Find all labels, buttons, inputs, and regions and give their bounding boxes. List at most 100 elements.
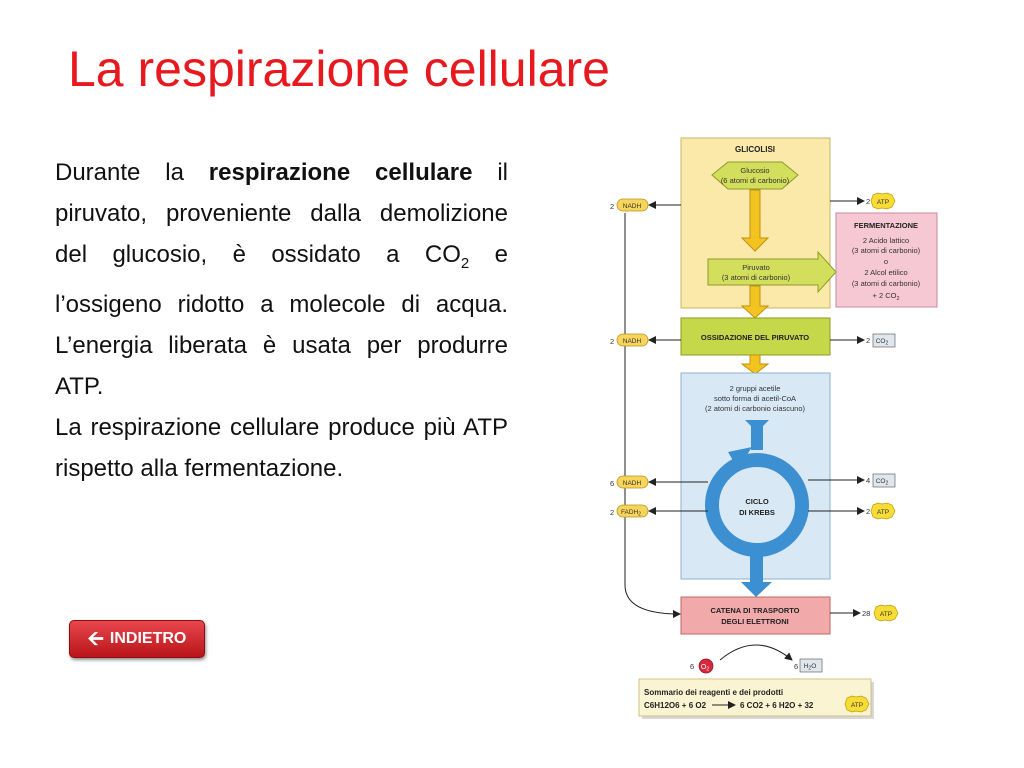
fadh2-count: 2	[610, 508, 614, 517]
p1-sub: 2	[460, 254, 470, 272]
atp-1-label: ATP	[877, 199, 889, 206]
fermentation-box	[835, 212, 938, 308]
atp-1-count: 2	[866, 197, 870, 206]
h2o-count: 6	[794, 662, 798, 671]
h2o-h: H	[804, 663, 809, 670]
h2o-badge	[799, 658, 823, 673]
glycolysis-down-arrow	[740, 189, 770, 252]
o2-text: O	[701, 664, 707, 671]
glycolysis-label: GLICOLISI	[735, 145, 775, 154]
summary-atp-label: ATP	[851, 702, 863, 709]
atp-2-count: 2	[866, 507, 870, 516]
summary-box-shadow	[642, 682, 874, 719]
fermentation-title: FERMENTAZIONE	[854, 221, 918, 230]
back-button[interactable]: 🡨 INDIETRO	[69, 620, 205, 658]
nadh-1-label: NADH	[623, 203, 642, 210]
co2-2-count: 4	[866, 476, 870, 485]
oxidation-box	[680, 317, 831, 356]
acetyl-line-1: 2 gruppi acetile	[730, 384, 781, 393]
summary-right: 6 CO2 + 6 H2O + 32	[740, 701, 814, 710]
krebs-label-1: CICLO	[745, 497, 768, 506]
p1-lead: Durante la	[55, 159, 209, 186]
pyruvate-down-arrow	[740, 285, 770, 319]
krebs-cycle-arrowhead	[728, 447, 752, 469]
fermentation-co2-sub: 2	[896, 296, 899, 302]
co2-1-sub: 2	[885, 341, 888, 347]
nadh-input-3: 6 NADH	[610, 475, 708, 489]
paragraph-1: Durante la respirazione cellulare il pir…	[55, 152, 508, 407]
acetyl-line-3: (2 atomi di carbonio ciascuno)	[705, 404, 806, 413]
summary-atp-badge	[844, 695, 870, 713]
co2-2-text: CO	[876, 478, 886, 485]
nadh-2-count: 2	[610, 337, 614, 346]
nadh-2-label: NADH	[623, 338, 642, 345]
nadh-input-1: 2 NADH	[610, 198, 681, 212]
co2-1-label: CO2	[876, 338, 889, 347]
slide-title: La respirazione cellulare	[68, 41, 610, 97]
fermentation-line-5: (3 atomi di carbonio)	[852, 279, 921, 288]
summary-left: C6H12O6 + 6 O2	[644, 701, 707, 710]
co2-2-sub: 2	[885, 481, 888, 487]
fadh2-sub: 2	[638, 512, 641, 518]
krebs-label-2: DI KREBS	[739, 508, 775, 517]
co2-output-2: 4 CO2	[808, 473, 896, 488]
oxygen-water-arc	[719, 644, 793, 661]
pyruvate-arrow-box	[707, 250, 837, 294]
summary-box	[638, 678, 872, 717]
fermentation-line-4: 2 Alcol etilico	[864, 268, 907, 277]
krebs-down-arrowhead	[741, 582, 772, 597]
fermentation-line-1: 2 Acido lattico	[863, 236, 909, 245]
nadh-1-count: 2	[610, 202, 614, 211]
fermentation-line-2: (3 atomi di carbonio)	[852, 246, 921, 255]
o2-count: 6	[690, 662, 694, 671]
krebs-down-shaft	[750, 550, 763, 585]
arrow-left-icon: 🡨	[87, 628, 104, 650]
electron-transport-line-1: CATENA DI TRASPORTO	[710, 606, 799, 615]
atp-output-1: 2 ATP	[830, 192, 896, 210]
fadh2-text: FADH	[621, 509, 639, 516]
o2-sub: 2	[706, 667, 709, 673]
summary-title: Sommario dei reagenti e dei prodotti	[644, 688, 783, 697]
glucose-label: Glucosio	[740, 166, 769, 175]
co2-1-count: 2	[866, 336, 870, 345]
nadh-3-count: 6	[610, 479, 614, 488]
fermentation-co2: + 2 CO	[872, 291, 896, 300]
krebs-cycle-ring	[705, 453, 809, 557]
paragraph-2: La respirazione cellulare produce più AT…	[55, 413, 508, 482]
pyruvate-label: Piruvato	[742, 263, 770, 272]
fadh2-input: 2 FADH2	[610, 504, 708, 518]
o2-badge	[698, 658, 714, 674]
atp-2-label: ATP	[877, 509, 889, 516]
nadh-input-2: 2 NADH	[610, 333, 681, 347]
fadh2-label: FADH2	[621, 509, 641, 518]
glycolysis-box	[680, 137, 831, 309]
glucose-shape	[711, 161, 799, 190]
krebs-entry-arrowhead	[745, 420, 769, 432]
acetyl-line-2: sotto forma di acetil-CoA	[714, 394, 796, 403]
back-button-label: INDIETRO	[109, 630, 187, 647]
fermentation-line-6: + 2 CO2	[872, 291, 899, 302]
o2-label: O2	[701, 664, 709, 673]
co2-2-label: CO2	[876, 478, 889, 487]
electron-transport-box	[680, 596, 831, 635]
electron-transport-line-2: DEGLI ELETTRONI	[721, 617, 789, 626]
h2o-o: O	[811, 663, 816, 670]
p1-rest2: e l’ossigeno ridotto a molecole di acqua…	[55, 241, 508, 400]
atp-3-count: 28	[862, 609, 870, 618]
krebs-box	[680, 372, 831, 580]
oxidation-label: OSSIDAZIONE DEL PIRUVATO	[701, 333, 809, 342]
nadh-3-label: NADH	[623, 480, 642, 487]
glucose-sub-label: (6 atomi di carbonio)	[721, 176, 790, 185]
h2o-label: H2O	[804, 663, 817, 672]
pyruvate-sub-label: (3 atomi di carbonio)	[722, 273, 791, 282]
nadh-collector-line	[624, 213, 681, 618]
oxidation-down-arrow	[740, 354, 770, 375]
atp-3-label: ATP	[880, 611, 892, 618]
atp-output-2: 2 ATP	[808, 502, 896, 520]
fermentation-line-3: o	[884, 257, 888, 266]
atp-output-3: 28 ATP	[830, 604, 899, 622]
p1-bold: respirazione cellulare	[208, 159, 473, 186]
h2o-sub: 2	[808, 666, 811, 672]
co2-1-text: CO	[876, 338, 886, 345]
p1-rest1: il piruvato, proveniente dalla demolizio…	[55, 159, 508, 268]
